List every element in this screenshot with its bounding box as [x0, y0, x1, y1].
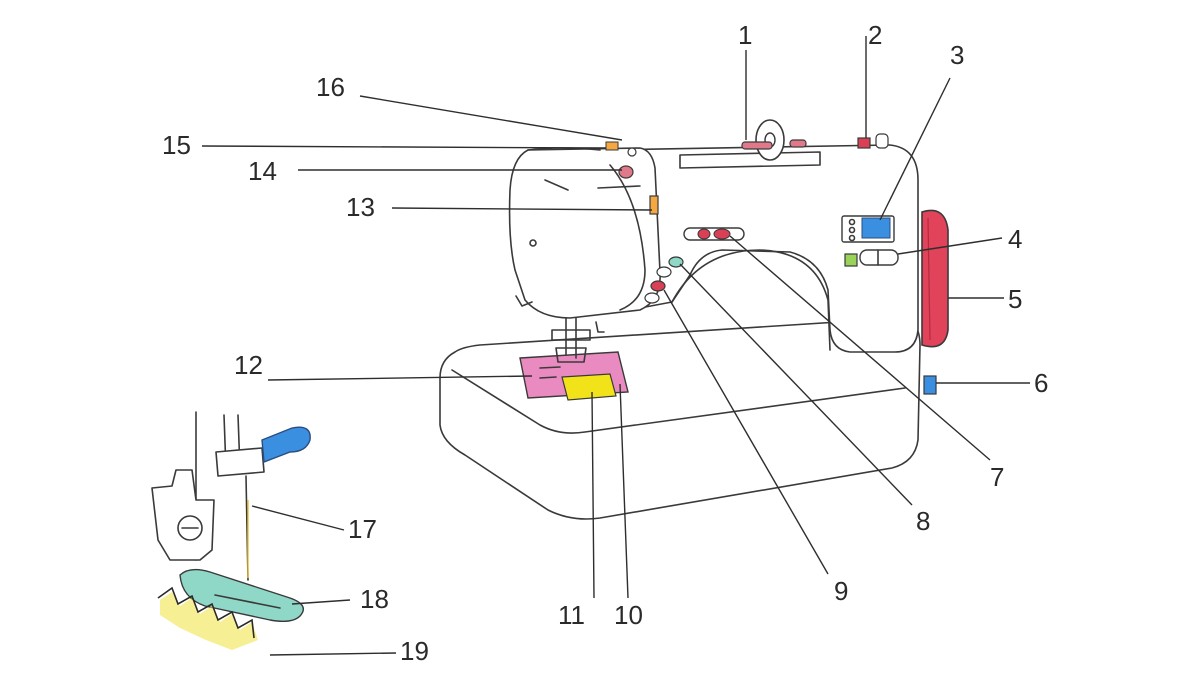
speed-slider — [683, 227, 745, 241]
label-19: 19 — [400, 636, 429, 666]
sewing-machine-body — [439, 144, 921, 520]
needle-assembly — [551, 317, 591, 363]
label-18: 18 — [360, 584, 389, 614]
label-3: 3 — [950, 40, 964, 70]
power-switch — [923, 375, 937, 395]
label-13: 13 — [346, 192, 375, 222]
handwheel — [921, 209, 949, 348]
label-7: 7 — [990, 462, 1004, 492]
label-1: 1 — [738, 20, 752, 50]
bobbin-winder — [857, 133, 889, 149]
label-15: 15 — [162, 130, 191, 160]
label-6: 6 — [1034, 368, 1048, 398]
side-buttons — [644, 256, 684, 304]
label-5: 5 — [1008, 284, 1022, 314]
label-8: 8 — [916, 506, 930, 536]
bobbin-cover — [561, 373, 617, 401]
label-14: 14 — [248, 156, 277, 186]
spool-pin — [741, 119, 807, 161]
thread-guides — [605, 141, 659, 215]
part-labels: 1 2 3 4 5 6 7 8 9 10 11 12 13 14 15 16 1… — [162, 20, 1048, 666]
label-12: 12 — [234, 350, 263, 380]
label-9: 9 — [834, 576, 848, 606]
zigzag-stitch — [157, 586, 255, 639]
label-17: 17 — [348, 514, 377, 544]
presser-foot-inset — [151, 411, 311, 650]
label-10: 10 — [614, 600, 643, 630]
needle-plate — [519, 351, 629, 401]
needle-clamp-screw — [261, 426, 311, 463]
operation-buttons — [844, 249, 899, 267]
presser-foot — [179, 568, 304, 623]
label-4: 4 — [1008, 224, 1022, 254]
label-16: 16 — [316, 72, 345, 102]
label-11: 11 — [558, 600, 585, 630]
lcd-display — [841, 215, 895, 243]
leader-lines — [201, 36, 1030, 656]
label-2: 2 — [868, 20, 882, 50]
